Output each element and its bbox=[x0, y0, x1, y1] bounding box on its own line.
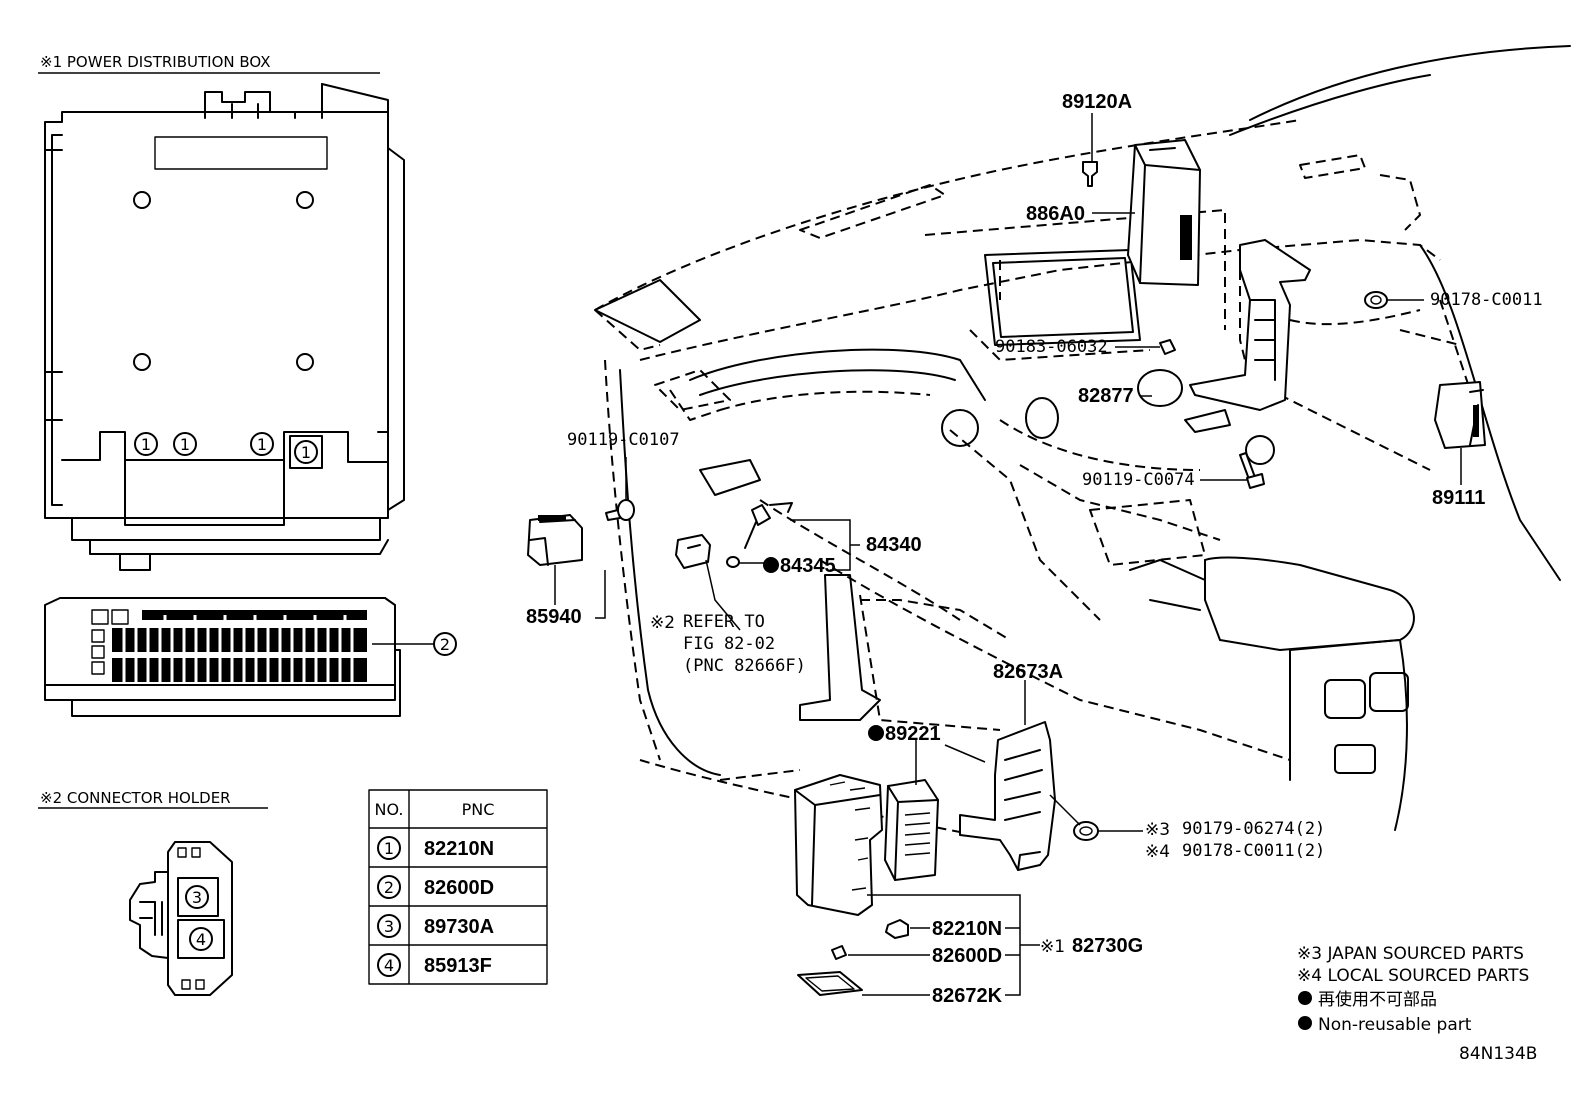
refer-line-1: REFER TO bbox=[683, 612, 765, 632]
part-82600D bbox=[831, 945, 847, 960]
module-85940 bbox=[527, 514, 583, 566]
clip-89120A bbox=[1082, 161, 1098, 187]
connector-holder-title: ※2 CONNECTOR HOLDER bbox=[40, 789, 231, 807]
callout-4: 4 bbox=[196, 930, 206, 949]
label-82672K: 82672K bbox=[932, 985, 1003, 1007]
callout-2: 2 bbox=[440, 635, 450, 654]
nut-90183 bbox=[1159, 339, 1176, 355]
table-header-pnc: PNC bbox=[462, 800, 495, 819]
table-header-no: NO. bbox=[375, 800, 404, 819]
mark-3: ※3 bbox=[1145, 820, 1170, 840]
legend-japan-sourced: ※3 JAPAN SOURCED PARTS bbox=[1297, 944, 1524, 964]
label-89111: 89111 bbox=[1432, 487, 1485, 509]
module-886A0 bbox=[1127, 139, 1201, 286]
table-row-4-pnc: 85913F bbox=[424, 955, 492, 977]
label-89120A: 89120A bbox=[1062, 91, 1132, 113]
legend-bullet-jp bbox=[1298, 991, 1312, 1005]
table-row-1-circle bbox=[377, 836, 401, 860]
legend-jp-nonreuse: 再使用不可部品 bbox=[1318, 989, 1437, 1010]
legend: ※3 JAPAN SOURCED PARTS ※4 LOCAL SOURCED … bbox=[1297, 944, 1537, 1064]
legend-local-sourced: ※4 LOCAL SOURCED PARTS bbox=[1297, 966, 1529, 986]
label-89221: 89221 bbox=[885, 723, 941, 745]
table-row-3-no: 3 bbox=[384, 917, 394, 936]
legend-bullet-en bbox=[1298, 1016, 1312, 1030]
figure-id: 84N134B bbox=[1459, 1044, 1537, 1064]
label-82210N: 82210N bbox=[932, 918, 1002, 940]
table-row-2-no: 2 bbox=[384, 878, 394, 897]
power-box-title: ※1 POWER DISTRIBUTION BOX bbox=[40, 53, 271, 71]
grommet-90179 bbox=[1073, 821, 1099, 841]
label-84340: 84340 bbox=[866, 534, 922, 556]
callout-1c: 1 bbox=[257, 435, 267, 454]
callout-circle-4 bbox=[189, 927, 213, 951]
grommet-90178-top bbox=[1364, 291, 1388, 309]
bracket-82673A bbox=[959, 721, 1056, 871]
components bbox=[527, 139, 1486, 996]
callout-3: 3 bbox=[192, 888, 202, 907]
table-row-3-pnc: 89730A bbox=[424, 916, 494, 938]
bracket-82877 bbox=[1184, 239, 1311, 433]
switch-84340 bbox=[675, 502, 793, 569]
dashboard-illustration bbox=[594, 45, 1571, 841]
refer-mark: ※2 bbox=[650, 613, 675, 633]
non-reusable-mark-84345 bbox=[763, 557, 779, 573]
label-90183-06032: 90183-06032 bbox=[995, 337, 1108, 357]
label-82730G: 82730G bbox=[1072, 935, 1143, 957]
module-89111 bbox=[1434, 381, 1486, 449]
part-82672K bbox=[797, 971, 863, 996]
table-row-2-circle bbox=[377, 875, 401, 899]
fuse-slot-square bbox=[289, 435, 323, 469]
power-distribution-box-drawing bbox=[44, 83, 405, 571]
callout-1b: 1 bbox=[180, 435, 190, 454]
part-labels: 89120A 886A0 90178-C0011 90183-06032 828… bbox=[526, 91, 1543, 1007]
connector-holder-drawing bbox=[129, 841, 233, 996]
callout-circle-1a bbox=[134, 432, 158, 456]
refer-line-3: (PNC 82666F) bbox=[683, 656, 806, 676]
label-85940: 85940 bbox=[526, 606, 582, 628]
label-82877: 82877 bbox=[1078, 385, 1134, 407]
table-row-4-circle bbox=[377, 953, 401, 977]
fuse-block-drawing bbox=[44, 597, 401, 717]
table-row-1-pnc: 82210N bbox=[424, 838, 494, 860]
callout-circle-1d bbox=[294, 440, 318, 464]
connector-holder-section: ※2 CONNECTOR HOLDER 3 4 bbox=[38, 789, 268, 996]
label-90179-06274: 90179-06274(2) bbox=[1182, 819, 1325, 839]
mark-1: ※1 bbox=[1040, 937, 1065, 957]
callout-1a: 1 bbox=[141, 435, 151, 454]
callout-circle-3 bbox=[185, 885, 209, 909]
callout-1d: 1 bbox=[301, 443, 311, 462]
label-90178-C0011-bottom: 90178-C0011(2) bbox=[1182, 841, 1325, 861]
label-90119-C0107: 90119-C0107 bbox=[567, 430, 680, 450]
legend-non-reusable: Non-reusable part bbox=[1318, 1015, 1472, 1035]
mark-4: ※4 bbox=[1145, 842, 1170, 862]
table-row-4-no: 4 bbox=[384, 956, 394, 975]
refer-line-2: FIG 82-02 bbox=[683, 634, 775, 654]
junction-box-82730G bbox=[794, 774, 883, 916]
label-886A0: 886A0 bbox=[1026, 203, 1085, 225]
callout-circle-1b bbox=[173, 432, 197, 456]
pnc-table: NO. PNC 1 82210N 2 82600D 3 89730A 4 859… bbox=[368, 789, 548, 985]
callout-circle-1c bbox=[250, 432, 274, 456]
callout-circle-2 bbox=[433, 632, 457, 656]
table-row-3-circle bbox=[377, 914, 401, 938]
label-84345: 84345 bbox=[780, 555, 836, 577]
label-82600D: 82600D bbox=[932, 945, 1002, 967]
label-90178-C0011-top: 90178-C0011 bbox=[1430, 290, 1543, 310]
module-89221 bbox=[884, 779, 939, 881]
non-reusable-mark-89221 bbox=[868, 725, 884, 741]
leader-lines bbox=[554, 113, 1462, 996]
label-82673A: 82673A bbox=[993, 661, 1063, 683]
table-row-2-pnc: 82600D bbox=[424, 877, 494, 899]
power-distribution-box-section: ※1 POWER DISTRIBUTION BOX 1 1 bbox=[38, 53, 457, 717]
part-82210N bbox=[885, 919, 909, 939]
table-row-1-no: 1 bbox=[384, 839, 394, 858]
label-90119-C0074: 90119-C0074 bbox=[1082, 470, 1195, 490]
